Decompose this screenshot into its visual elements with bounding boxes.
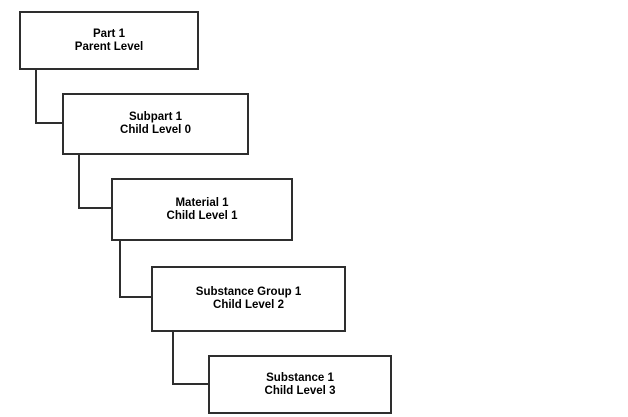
node-part-1: Part 1 Parent Level [19, 11, 199, 70]
node-title: Substance 1 [266, 371, 334, 384]
node-subpart-1: Subpart 1 Child Level 0 [62, 93, 249, 155]
connector-subpart-to-material [78, 155, 111, 209]
connector-substance-group-to-substance [172, 332, 208, 385]
node-title: Material 1 [175, 196, 229, 209]
node-subtitle: Child Level 2 [213, 299, 284, 311]
connector-part-to-subpart [35, 70, 62, 124]
node-title: Subpart 1 [128, 111, 183, 123]
node-title: Part 1 [93, 27, 125, 40]
node-subtitle: Parent Level [74, 40, 144, 53]
node-subtitle: Child Level 0 [120, 124, 191, 136]
node-subtitle: Child Level 3 [264, 384, 336, 397]
node-material-1: Material 1 Child Level 1 [111, 178, 293, 241]
node-substance-1: Substance 1 Child Level 3 [208, 355, 392, 414]
node-title: Substance Group 1 [195, 286, 302, 298]
connector-material-to-substance-group [119, 241, 151, 298]
node-substance-group-1: Substance Group 1 Child Level 2 [151, 266, 346, 332]
node-subtitle: Child Level 1 [166, 209, 238, 222]
